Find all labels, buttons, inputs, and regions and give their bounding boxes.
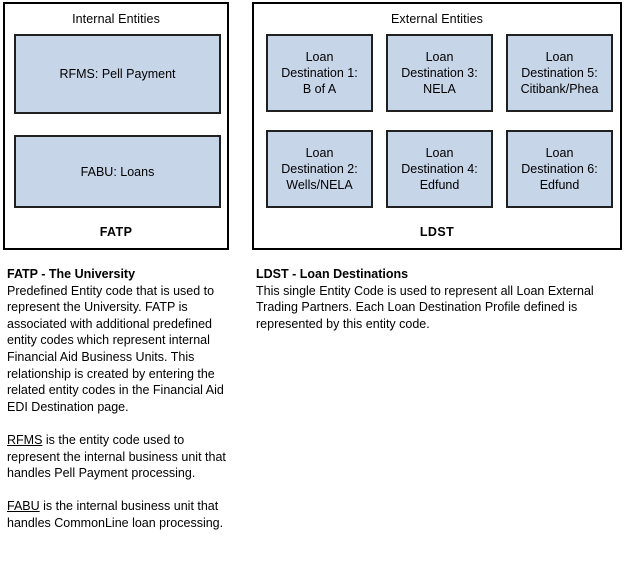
entity-box-loan-destination-3: Loan Destination 3: NELA [386,34,493,112]
external-entities-code-ldst: LDST [419,225,455,239]
fatp-description-column: FATP - The University Predefined Entity … [7,266,229,532]
internal-entities-panel: Internal Entities RFMS: Pell Payment FAB… [3,2,229,250]
ldst-description-body: This single Entity Code is used to repre… [256,283,594,331]
internal-entities-title: Internal Entities [72,12,160,26]
fabu-description-text: is the internal business unit that handl… [7,499,224,530]
ldst-description-column: LDST - Loan Destinations This single Ent… [256,266,622,332]
rfms-description-paragraph: RFMS is the entity code used to represen… [7,432,229,482]
fatp-description-body: Predefined Entity code that is used to r… [7,283,224,414]
entity-box-fabu: FABU: Loans [14,135,221,208]
entity-box-rfms: RFMS: Pell Payment [14,34,221,114]
entity-box-loan-destination-5: Loan Destination 5: Citibank/Phea [506,34,613,112]
entity-box-loan-destination-2: Loan Destination 2: Wells/NELA [266,130,373,208]
external-entities-panel: External Entities Loan Destination 1: B … [252,2,622,250]
external-entities-title: External Entities [390,12,484,26]
rfms-term: RFMS [7,432,43,447]
entity-box-loan-destination-1: Loan Destination 1: B of A [266,34,373,112]
entity-box-loan-destination-6: Loan Destination 6: Edfund [506,130,613,208]
internal-entities-code-fatp: FATP [99,225,133,239]
entity-box-loan-destination-4: Loan Destination 4: Edfund [386,130,493,208]
fabu-description-paragraph: FABU is the internal business unit that … [7,498,229,531]
fabu-term: FABU [7,499,40,514]
ldst-description-heading: LDST - Loan Destinations [256,267,409,281]
fatp-description-heading: FATP - The University [7,267,136,281]
rfms-description-text: is the entity code used to represent the… [7,432,226,481]
